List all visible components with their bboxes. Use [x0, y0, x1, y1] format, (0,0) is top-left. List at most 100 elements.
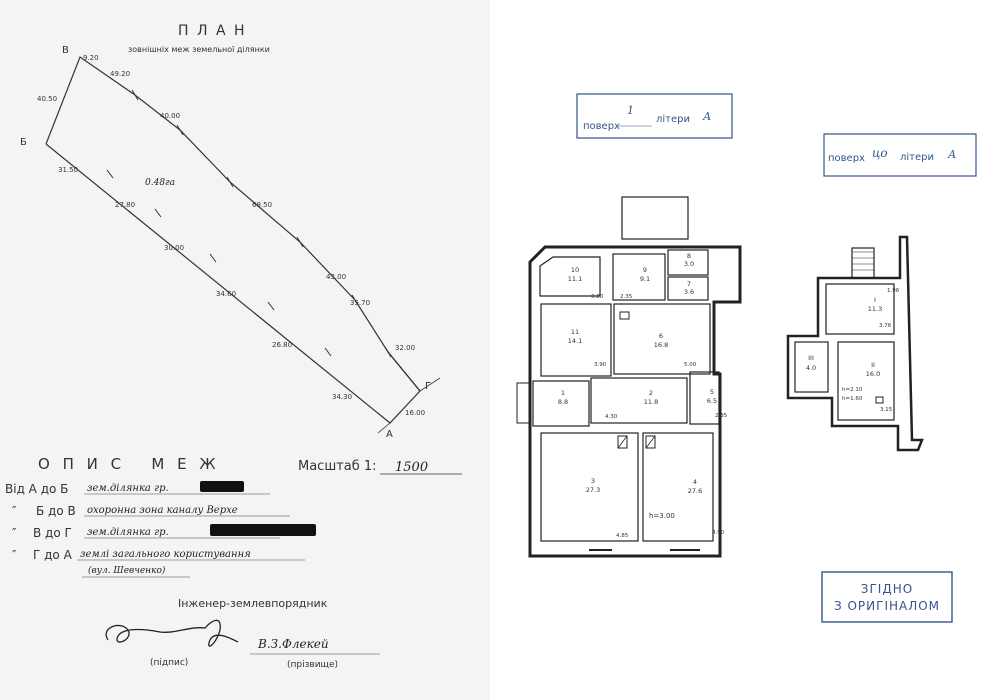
engineer-surname: В.З.Флекей	[257, 637, 329, 651]
dimension: 2.35	[620, 294, 633, 300]
signature-caption: (підпис)	[150, 658, 188, 668]
edge-label: 30.00	[164, 244, 184, 252]
vertex-a-pointer	[377, 422, 391, 434]
scale-label: Масштаб 1:	[298, 459, 377, 474]
edge-label: 43.00	[326, 273, 346, 281]
floor-stamp-letter: А	[947, 148, 956, 161]
land-plot-plan-sheet: П Л А Н зовнішніх меж земельної ділянки …	[0, 0, 490, 700]
dimension: 3.15	[880, 407, 893, 413]
edge-label: 40.00	[160, 112, 180, 120]
surname-caption: (прізвище)	[287, 660, 338, 670]
dimension: 2.35	[715, 413, 728, 419]
room-area: 11.1	[568, 275, 582, 283]
redaction-bar	[200, 481, 244, 492]
svg-text:″: ″	[12, 526, 17, 540]
floor-stamp-suffix: літери	[900, 151, 934, 163]
room-area: 11.3	[868, 305, 882, 313]
row-value: зем.ділянка гр.	[87, 527, 169, 538]
dimension: 4.30	[605, 414, 618, 420]
edge-label: 69.50	[252, 201, 272, 209]
floor-stamp-suffix: літери	[656, 113, 690, 125]
plot-area-label: 0.48га	[145, 178, 175, 188]
room-area: 8.8	[558, 398, 568, 406]
room-area: 6.5	[707, 397, 717, 405]
room-number: 6	[659, 332, 663, 340]
room-number: 4	[693, 478, 697, 486]
vertex-g-pointer	[419, 377, 441, 392]
ground-floor-plan	[516, 196, 742, 558]
dimension: 5.00	[684, 362, 697, 368]
floor-stamp-floor: 1	[627, 104, 634, 117]
floor-plans-sheet: поверх 1 літери А поверх цо літери А	[490, 0, 997, 700]
row-value: охоронна зона каналу Верхе	[87, 505, 238, 516]
boundary-description-rows: Від А до Б зем.ділянка гр. ″ Б до В охор…	[5, 482, 305, 578]
basement-dimensions: 3.76 3.15 1.96 h=2.10 h=1.60	[842, 288, 900, 413]
vertex-b-label: Б	[20, 137, 27, 148]
edge-dimension-labels: 40.50 9.20 49.20 40.00 69.50 43.00 35.70…	[37, 54, 425, 417]
row-label: Від А до Б	[5, 482, 68, 496]
room-number: 1	[561, 389, 565, 397]
certify-stamp-line2: З ОРИГІНАЛОМ	[834, 599, 940, 613]
room-number: 9	[643, 266, 647, 274]
room-area: 16.0	[866, 370, 880, 378]
dimension: h=1.60	[842, 396, 863, 402]
room-number: 2	[649, 389, 653, 397]
engineer-signature	[105, 619, 239, 647]
certify-stamp-line1: ЗГІДНО	[861, 582, 913, 596]
row-note: (вул. Шевченко)	[88, 565, 166, 576]
row-label: Г до А	[33, 548, 73, 562]
plot-plan-drawing: П Л А Н зовнішніх меж земельної ділянки …	[5, 23, 462, 670]
ceiling-height: h=3.00	[649, 512, 675, 520]
basement-plan	[786, 235, 924, 452]
dimension: 3.80	[591, 294, 604, 300]
dimension: h=2.10	[842, 387, 863, 393]
room-area: 11.8	[644, 398, 658, 406]
room-area: 14.1	[568, 337, 582, 345]
certify-stamp	[821, 571, 953, 623]
room-number: 10	[571, 266, 579, 274]
edge-label: 34.30	[332, 393, 352, 401]
vertex-v-label: В	[62, 45, 69, 56]
floor-stamp-2	[823, 133, 977, 177]
dimension: 1.96	[887, 288, 900, 294]
edge-label: 16.00	[405, 409, 425, 417]
redaction-bar	[210, 524, 316, 536]
vertex-g-label: Г	[425, 381, 431, 392]
basement-room-labels: I 11.3 III 4.0 II 16.0	[806, 296, 882, 378]
floor-plans-drawing: поверх 1 літери А поверх цо літери А	[516, 93, 977, 623]
floor-stamp-1	[576, 93, 733, 139]
edge-label: 26.80	[272, 341, 292, 349]
floor-stamp-letter: А	[702, 110, 711, 123]
dimension: 3.90	[594, 362, 607, 368]
row-value: землі загального користування	[80, 549, 251, 560]
edge-label: 31.50	[58, 166, 78, 174]
room-number: II	[871, 361, 875, 369]
floor-stamp-prefix: поверх	[828, 153, 865, 164]
room-area: 4.0	[806, 364, 816, 372]
room-number: 5	[710, 388, 714, 396]
edge-label: 9.20	[83, 54, 99, 62]
edge-label: 27.80	[115, 201, 135, 209]
engineer-title: Інженер-землевпорядник	[178, 597, 328, 610]
boundary-ticks	[106, 89, 392, 358]
plot-boundary	[45, 56, 421, 424]
room-number: 8	[687, 252, 691, 260]
vertex-a-label: А	[386, 429, 393, 440]
room-area: 27.6	[688, 487, 702, 495]
room-area: 27.3	[586, 486, 600, 494]
edge-label: 49.20	[110, 70, 130, 78]
room-area: 3.6	[684, 288, 694, 296]
svg-text:″: ″	[12, 548, 17, 562]
edge-label: 34.60	[216, 290, 236, 298]
room-area: 3.0	[684, 260, 694, 268]
plan-title: П Л А Н	[178, 23, 247, 39]
row-value: зем.ділянка гр.	[87, 483, 169, 494]
floor-stamp-prefix: поверх	[583, 121, 620, 132]
room-number: 7	[687, 280, 691, 288]
dimension: 3.76	[879, 323, 892, 329]
room-number: 3	[591, 477, 595, 485]
edge-label: 40.50	[37, 95, 57, 103]
room-number: 11	[571, 328, 579, 336]
dimension: 4.90	[712, 530, 725, 536]
edge-label: 32.00	[395, 344, 415, 352]
